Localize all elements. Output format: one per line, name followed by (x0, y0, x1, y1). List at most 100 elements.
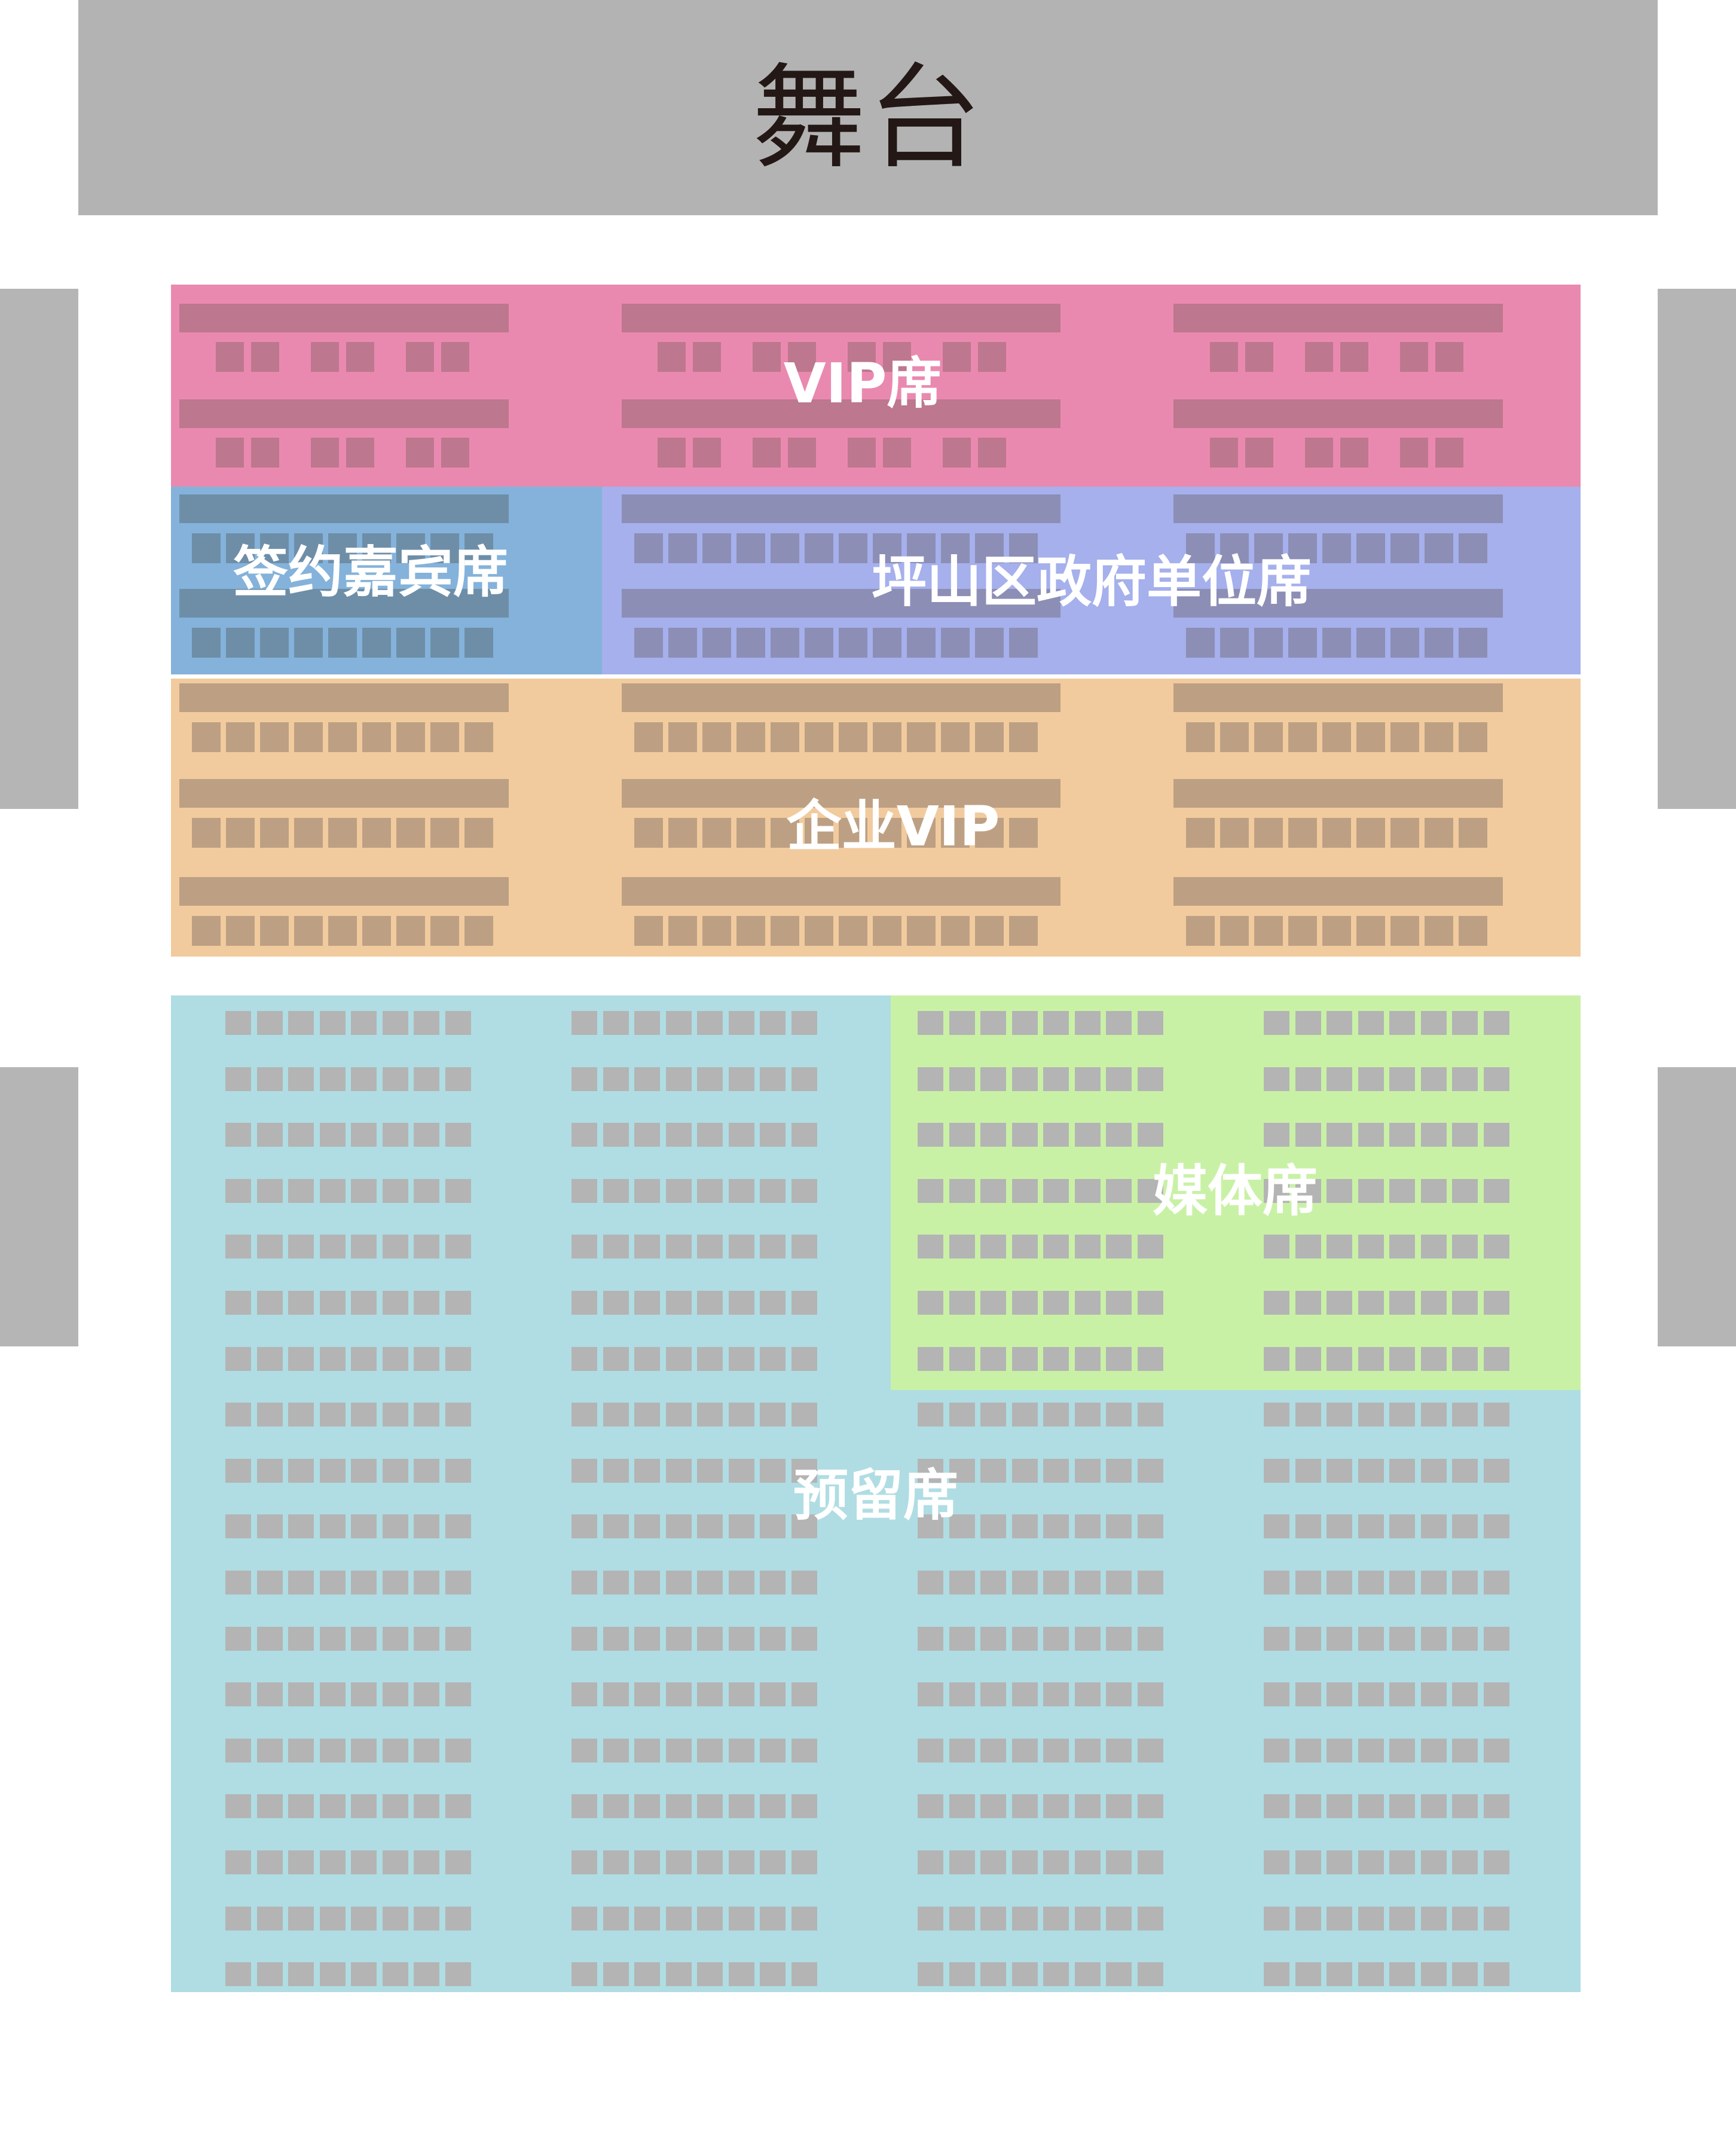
seat (288, 1011, 314, 1035)
seat (1420, 1011, 1447, 1035)
seat (382, 1291, 408, 1315)
seat (1389, 1459, 1415, 1483)
seat (697, 1011, 723, 1035)
table-bar (622, 877, 1060, 906)
seat (753, 342, 781, 372)
vip-zone-label: VIP席 (783, 352, 942, 416)
seat (1295, 1739, 1321, 1763)
seat (1264, 1682, 1289, 1706)
seat (571, 1739, 597, 1763)
seat (949, 1850, 975, 1874)
seat (571, 1850, 597, 1874)
seat (791, 1907, 817, 1931)
seat (949, 1347, 975, 1371)
seat (1327, 1179, 1352, 1203)
seat (980, 1067, 1006, 1091)
seat (288, 1179, 314, 1203)
seat (760, 1962, 786, 1986)
seat (873, 818, 901, 848)
seat (918, 1459, 943, 1483)
seat (225, 1291, 251, 1315)
seat (1452, 1459, 1478, 1483)
seat (1483, 1907, 1509, 1931)
seat (1264, 1739, 1289, 1763)
seat (603, 1347, 629, 1371)
seat (1210, 342, 1238, 372)
seat (319, 1347, 346, 1371)
seat (1340, 342, 1368, 372)
seat (980, 1682, 1006, 1706)
seat (1459, 628, 1487, 658)
seat (665, 1739, 692, 1763)
seat (1043, 1235, 1069, 1259)
seat (288, 1682, 314, 1706)
seat (1074, 1627, 1101, 1651)
seat (1106, 1123, 1132, 1147)
seat (728, 1291, 754, 1315)
seat (1295, 1571, 1321, 1595)
seat (760, 1347, 786, 1371)
seat (445, 1962, 471, 1986)
seat (949, 1067, 975, 1091)
seat (697, 1794, 723, 1818)
seat (848, 438, 876, 468)
seat (1483, 1403, 1509, 1427)
side-bar-right-upper (1658, 289, 1736, 809)
seat (1358, 1571, 1384, 1595)
seat (665, 1794, 692, 1818)
side-bar-right-lower (1658, 1067, 1736, 1346)
seat (1043, 1571, 1069, 1595)
seat (1389, 1123, 1415, 1147)
table-bar (1173, 494, 1503, 523)
seat (1452, 1179, 1478, 1203)
seat (1327, 1794, 1352, 1818)
seat (1295, 1347, 1321, 1371)
seat (1074, 1011, 1101, 1035)
seat (445, 1682, 471, 1706)
seat (464, 916, 493, 946)
seat (1011, 1907, 1038, 1931)
seat (1358, 1514, 1384, 1538)
seat (192, 722, 221, 752)
seat (1400, 438, 1428, 468)
seat (319, 1291, 346, 1315)
seat (328, 916, 357, 946)
table-bar (1173, 877, 1503, 906)
seat (918, 1907, 943, 1931)
seat (1106, 1011, 1132, 1035)
seat (980, 1514, 1006, 1538)
seat (311, 342, 339, 372)
seat (665, 1179, 692, 1203)
seat (351, 1514, 377, 1538)
seat (975, 916, 1004, 946)
seat (760, 1627, 786, 1651)
seat (1389, 1514, 1415, 1538)
seat (697, 1347, 723, 1371)
seat (1043, 1291, 1069, 1315)
seat (1295, 1011, 1321, 1035)
seat (1254, 722, 1283, 752)
seat (414, 1850, 439, 1874)
seat (414, 1571, 439, 1595)
seat (328, 818, 357, 848)
table-bar (622, 304, 1060, 332)
seat (1288, 722, 1317, 752)
seat (414, 1682, 439, 1706)
seat (1452, 1962, 1478, 1986)
seat (1220, 916, 1249, 946)
seat (697, 1907, 723, 1931)
seat (328, 533, 357, 563)
seat (1074, 1739, 1101, 1763)
seat (1186, 722, 1215, 752)
seat (1452, 1514, 1478, 1538)
seat (571, 1514, 597, 1538)
seat (571, 1291, 597, 1315)
seat (980, 1459, 1006, 1483)
seat (918, 1627, 943, 1651)
seat (256, 1962, 283, 1986)
seat (1295, 1067, 1321, 1091)
seat (319, 1794, 346, 1818)
seat (1389, 1794, 1415, 1818)
seat (1327, 1907, 1352, 1931)
seat (288, 1907, 314, 1931)
